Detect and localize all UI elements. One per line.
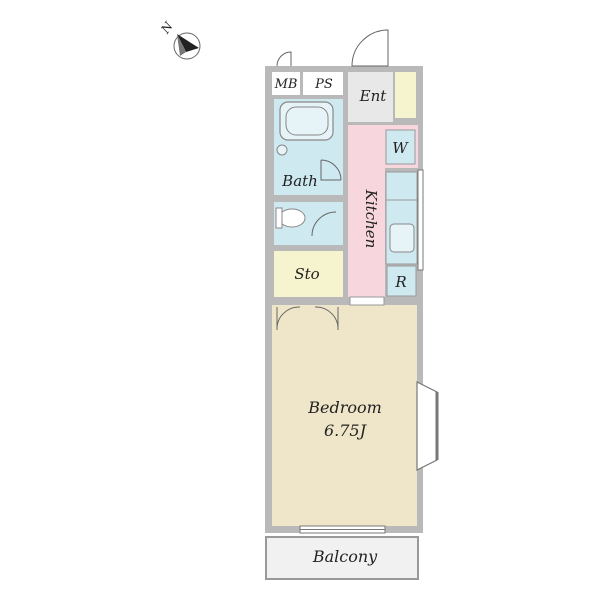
label-ent: Ent [359, 87, 388, 105]
label-bedroom-size: 6.75J [324, 421, 368, 440]
compass-north-label: N [158, 19, 176, 37]
balcony-area [265, 536, 419, 580]
entrance-room [348, 72, 393, 122]
label-mb: MB [274, 77, 298, 92]
basin-icon [276, 144, 288, 156]
label-ps: PS [314, 77, 333, 92]
interior-wall [272, 196, 343, 201]
washer-space [385, 129, 416, 165]
kitchen-doorway [349, 296, 385, 306]
toilet-door-swing [311, 211, 337, 237]
label-w: W [392, 139, 409, 157]
interior-wall [272, 245, 343, 250]
bath-door-leaf [320, 160, 341, 181]
toilet-icon [278, 208, 306, 228]
storage-room [274, 251, 343, 297]
kitchen-room [348, 122, 385, 298]
shoe-closet [394, 72, 416, 118]
interior-wall [300, 72, 303, 95]
kitchen-window [417, 169, 424, 271]
bay-window [416, 381, 438, 471]
interior-wall [343, 95, 348, 303]
compass-arrow-shade [177, 34, 186, 56]
label-r: R [394, 273, 406, 291]
label-balcony: Balcony [312, 547, 378, 566]
bathtub-icon [279, 101, 334, 141]
mb-door-swing [276, 51, 292, 67]
entrance-door-swing [351, 29, 389, 67]
interior-wall [348, 122, 418, 125]
bathtub-inner [285, 106, 329, 136]
compass-arrow-icon [177, 34, 199, 52]
interior-wall [393, 72, 395, 122]
bath-door-swing [320, 159, 342, 181]
interior-wall [272, 95, 343, 99]
toilet-tank [275, 207, 283, 229]
label-kitchen: Kitchen [362, 189, 380, 249]
label-bath: Bath [281, 172, 318, 190]
sink-icon [389, 223, 415, 253]
refrigerator-space [386, 265, 417, 297]
interior-wall [272, 297, 418, 305]
label-bedroom: Bedroom [307, 398, 382, 417]
label-sto: Sto [294, 265, 319, 283]
compass: N [158, 19, 201, 60]
meter-box-fill [272, 72, 343, 95]
bedroom-room [272, 305, 417, 526]
